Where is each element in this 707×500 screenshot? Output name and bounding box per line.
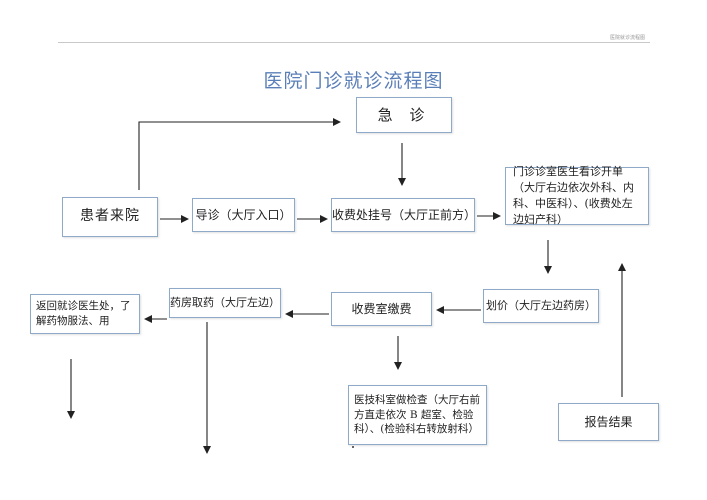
pricing-label: 划价（大厅左边药房） — [486, 299, 596, 313]
pharmacy-box: 药房取药（大厅左边） — [169, 288, 281, 318]
stray-mark — [352, 446, 354, 448]
emergency-label: 急 诊 — [377, 105, 431, 124]
tech-exam-label: 医技科室做检查（大厅右前方直走依次 B 超室、检验科）、(检验科右转放射科） — [354, 393, 480, 436]
outpatient-box: 门诊诊室医生看诊开单（大厅右边依次外科、内科、中医科）、(收费处左边妇产科） — [505, 165, 649, 226]
return-doctor-label: 返回就诊医生处，了解药物服法、用 — [36, 299, 131, 327]
payment-box: 收费室缴费 — [331, 292, 432, 326]
page-title: 医院门诊就诊流程图 — [263, 70, 444, 92]
outpatient-label: 门诊诊室医生看诊开单（大厅右边依次外科、内科、中医科）、(收费处左边妇产科） — [513, 165, 634, 226]
guide-label: 导诊（大厅入口） — [195, 207, 292, 222]
register-box: 收费处挂号（大厅正前方） — [331, 198, 477, 232]
tech-exam-box: 医技科室做检查（大厅右前方直走依次 B 超室、检验科）、(检验科右转放射科） — [348, 385, 487, 445]
report-box: 报告结果 — [558, 403, 659, 441]
register-label: 收费处挂号（大厅正前方） — [332, 207, 477, 222]
guide-box: 导诊（大厅入口） — [192, 198, 295, 232]
patient-arrival-box: 患者来院 — [62, 197, 158, 237]
pricing-box: 划价（大厅左边药房） — [483, 289, 599, 323]
emergency-box: 急 诊 — [356, 97, 452, 133]
return-doctor-box: 返回就诊医生处，了解药物服法、用 — [30, 294, 140, 334]
header-tag: 医院就诊流程图 — [609, 35, 645, 41]
header-divider — [58, 42, 650, 43]
arrow-patient-to-emergency — [138, 118, 341, 190]
payment-label: 收费室缴费 — [351, 301, 412, 316]
pharmacy-label: 药房取药（大厅左边） — [170, 296, 280, 310]
report-label: 报告结果 — [584, 414, 633, 429]
patient-arrival-label: 患者来院 — [80, 208, 140, 225]
